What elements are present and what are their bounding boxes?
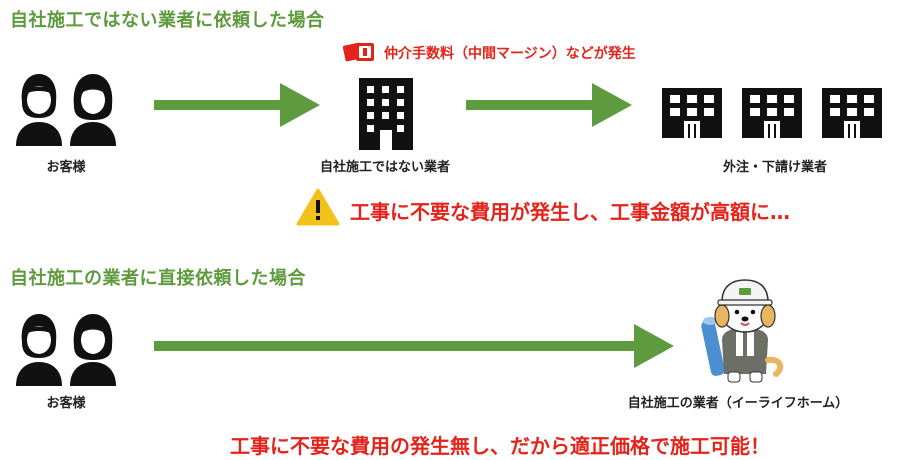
- mascot-worker-dog: [701, 279, 784, 383]
- subcontractor-label: 外注・下請け業者: [722, 160, 827, 175]
- fee-note: 仲介手数料（中間マージン）などが発生: [384, 46, 636, 62]
- people-icon: [16, 314, 116, 386]
- office-building-icon: [359, 78, 413, 150]
- contractor-label: 自社施工の業者（イーライフホーム）: [627, 396, 849, 411]
- case2-heading: 自社施工の業者に直接依頼した場合: [10, 268, 306, 289]
- conclusion-text: 工事に不要な費用の発生無し、だから適正価格で施工可能！: [230, 434, 770, 458]
- case1-heading: 自社施工ではない業者に依頼した場合: [10, 10, 325, 31]
- warning-text: 工事に不要な費用が発生し、工事金額が高額に…: [350, 200, 790, 224]
- arrow-right-icon: [466, 83, 632, 127]
- warning-icon: [296, 188, 340, 226]
- arrow-right-icon: [154, 324, 674, 368]
- people-icon: [16, 74, 116, 146]
- customer-label: お客様: [46, 160, 86, 175]
- customer-label: お客様: [46, 396, 86, 411]
- money-icon: [342, 42, 374, 62]
- arrow-right-icon: [154, 83, 320, 127]
- middle-company-label: 自社施工ではない業者: [319, 160, 450, 175]
- factory-building-icon: [662, 88, 882, 138]
